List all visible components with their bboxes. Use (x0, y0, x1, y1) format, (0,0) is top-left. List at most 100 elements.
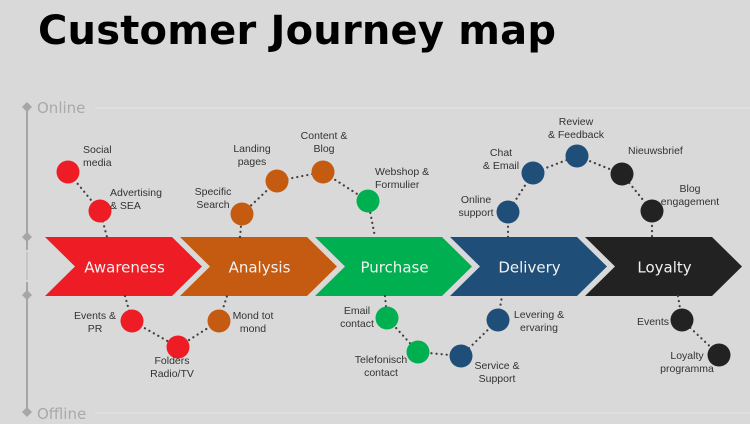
touchpoint-label-line: & Email (483, 160, 519, 172)
touchpoint-label: Events (637, 316, 669, 328)
touchpoint-circle (707, 343, 731, 367)
touchpoint-label-line: Search (196, 199, 229, 211)
touchpoint-label: Chat& Email (483, 147, 519, 172)
touchpoint-label: Levering &ervaring (514, 309, 564, 334)
offline-touchpoint-levering-ervaring: Levering &ervaring (486, 308, 564, 334)
touchpoint-label: Webshop &Formulier (375, 166, 429, 191)
touchpoint-label-line: Formulier (375, 179, 420, 191)
stage-loyalty: Loyalty (585, 237, 742, 296)
touchpoint-label-line: Nieuwsbrief (628, 145, 683, 157)
online-touchpoint-chat-email: Chat& Email (483, 147, 545, 185)
touchpoint-label-line: contact (364, 367, 398, 379)
stage-chevron-shape (180, 237, 337, 296)
stage-delivery: Delivery (450, 237, 607, 296)
stage-label: Purchase (360, 259, 428, 277)
axis-label-online: Online (37, 99, 85, 117)
touchpoint-label-line: engagement (661, 196, 719, 208)
touchpoint-label: Nieuwsbrief (628, 145, 683, 157)
touchpoint-circle (311, 160, 335, 184)
touchpoint-circle (375, 306, 399, 330)
touchpoint-label-line: Blog (313, 143, 334, 155)
touchpoint-label-line: Loyalty (670, 350, 704, 362)
touchpoint-label-line: Support (479, 373, 516, 385)
offline-touchpoint-events-pr: Events &PR (74, 309, 144, 335)
touchpoint-label-line: & Feedback (548, 129, 605, 141)
touchpoint-label-line: support (458, 207, 493, 219)
touchpoint-label-line: Radio/TV (150, 368, 194, 380)
touchpoint-label-line: pages (238, 156, 267, 168)
touchpoint-label-line: Folders (154, 355, 189, 367)
stage-chevron-shape (585, 237, 742, 296)
touchpoint-label-line: programma (660, 363, 714, 375)
online-touchpoint-advertising-sea: Advertising& SEA (88, 187, 162, 223)
touchpoint-label-line: Events & (74, 310, 116, 322)
touchpoint-label-line: Social (83, 144, 112, 156)
axis-marker-online (22, 102, 32, 112)
offline-touchpoint-events: Events (637, 308, 694, 332)
stage-label: Delivery (498, 259, 560, 277)
stage-purchase: Purchase (315, 237, 472, 296)
touchpoint-circle (265, 169, 289, 193)
stage-chevron-shape (315, 237, 472, 296)
touchpoint-circle (640, 199, 664, 223)
stage-chevron-shape (45, 237, 202, 296)
online-offline-axis: Online Offline (22, 99, 750, 423)
touchpoint-label-line: contact (340, 318, 374, 330)
touchpoint-label-line: Landing (233, 143, 271, 155)
axis-marker-mid-top (22, 232, 32, 242)
touchpoint-label-line: Advertising (110, 187, 162, 199)
touchpoint-label-line: PR (88, 323, 103, 335)
touchpoint-circle (56, 160, 80, 184)
touchpoint-label: Service &Support (475, 360, 520, 385)
touchpoint-circle (565, 144, 589, 168)
touchpoint-label-line: Content & (301, 130, 348, 142)
touchpoint-label: Events &PR (74, 310, 116, 335)
touchpoint-circle (207, 309, 231, 333)
touchpoint-circle (166, 335, 190, 359)
touchpoint-label-line: Chat (490, 147, 512, 159)
touchpoint-circle (610, 162, 634, 186)
touchpoint-label-line: Telefonisch (355, 354, 408, 366)
touchpoint-label-line: Mond tot (233, 310, 274, 322)
touchpoint-label-line: Webshop & (375, 166, 429, 178)
axis-marker-mid-bottom (22, 290, 32, 300)
stage-chevron-shape (450, 237, 607, 296)
stage-awareness: Awareness (45, 237, 202, 296)
touchpoint-label-line: Blog (679, 183, 700, 195)
touchpoint-circle (230, 202, 254, 226)
touchpoint-circle (670, 308, 694, 332)
online-touchpoint-webshop-formulier: Webshop &Formulier (356, 166, 429, 213)
stage-label: Awareness (84, 259, 165, 277)
touchpoint-label-line: & SEA (110, 200, 141, 212)
touchpoint-label-line: Online (461, 194, 492, 206)
touchpoint-label: Content &Blog (301, 130, 348, 155)
page-title: Customer Journey map (38, 8, 557, 54)
touchpoint-label-line: ervaring (520, 322, 558, 334)
touchpoint-circle (486, 308, 510, 332)
online-touchpoint-content-blog: Content &Blog (301, 130, 348, 184)
touchpoint-circle (120, 309, 144, 333)
touchpoint-circle (521, 161, 545, 185)
axis-label-offline: Offline (37, 405, 86, 423)
path-purchase-delivery-offline (383, 294, 504, 358)
touchpoint-label-line: media (83, 157, 112, 169)
